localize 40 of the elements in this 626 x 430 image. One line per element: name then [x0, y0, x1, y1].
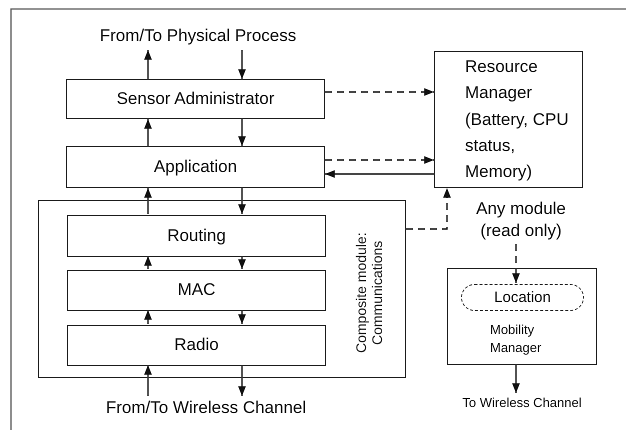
box-label: Application	[154, 156, 238, 178]
arrow	[238, 188, 246, 214]
box-label: Location	[494, 288, 551, 308]
arrow	[406, 188, 451, 230]
arrow	[144, 188, 152, 214]
arrow	[512, 244, 520, 283]
arrow	[238, 310, 246, 324]
arrow	[144, 50, 152, 79]
module-box	[67, 325, 326, 366]
arrow	[238, 256, 246, 269]
io-label: To Wireless Channel	[446, 393, 598, 413]
box-label: Radio	[174, 334, 219, 356]
arrow	[144, 310, 152, 324]
mobility-manager-box	[447, 268, 597, 365]
arrow	[238, 119, 246, 146]
arrow	[325, 156, 434, 164]
resource-manager-box	[434, 51, 583, 188]
arrow	[325, 88, 434, 96]
box-label: MAC	[178, 279, 216, 302]
arrow	[238, 50, 246, 79]
module-box	[67, 215, 326, 257]
arrow	[238, 365, 246, 396]
box-label: Routing	[167, 224, 226, 247]
io-label: From/To Wireless Channel	[76, 396, 336, 420]
arrow	[144, 365, 152, 396]
io-label: From/To Physical Process	[78, 22, 318, 50]
location-box	[461, 284, 584, 311]
box-label: Sensor Administrator	[116, 88, 274, 110]
box-label: Composite module: Communications	[352, 232, 385, 356]
module-box	[66, 79, 325, 119]
arrow	[144, 119, 152, 146]
arrow	[325, 170, 434, 178]
box-label: Mobility Manager	[490, 321, 542, 358]
module-box	[66, 146, 325, 188]
arrow	[512, 365, 520, 393]
module-box	[67, 270, 326, 311]
composite-module-box	[38, 200, 406, 378]
arrow	[144, 256, 152, 269]
note-label: Any module (read only)	[462, 196, 580, 244]
box-label: Resource Manager (Battery, CPU status, Memory)	[465, 56, 570, 184]
